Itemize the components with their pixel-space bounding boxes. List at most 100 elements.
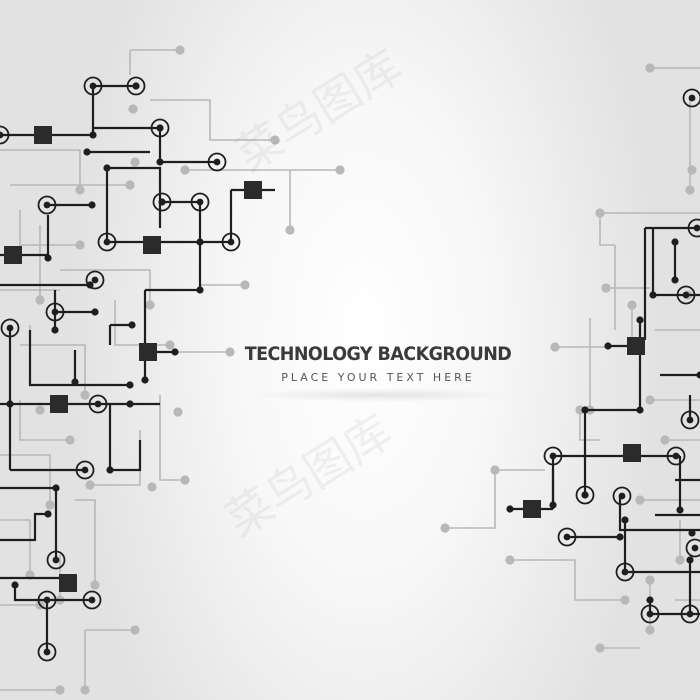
- light-node: [505, 555, 515, 565]
- light-node: [687, 165, 697, 175]
- light-node: [90, 580, 100, 590]
- ring-node: [0, 125, 10, 145]
- ring-node: [575, 485, 595, 505]
- title-shadow: [250, 388, 506, 402]
- dark-node: [671, 276, 679, 284]
- light-node: [645, 63, 655, 73]
- light-trace: [60, 269, 151, 305]
- light-node: [130, 625, 140, 635]
- chip-square: [143, 236, 161, 254]
- light-trace: [599, 213, 615, 246]
- ring-node: [676, 285, 696, 305]
- ring-node: [615, 562, 635, 582]
- light-node: [645, 625, 655, 635]
- ring-node: [687, 218, 700, 238]
- light-trace: [0, 519, 31, 575]
- dark-node: [86, 281, 94, 289]
- ring-node-center: [51, 308, 59, 316]
- light-node: [80, 685, 90, 695]
- ring-node-center: [43, 201, 51, 209]
- dark-node: [696, 371, 700, 379]
- ring-node-center: [103, 238, 111, 246]
- ring-node: [152, 192, 172, 212]
- light-node: [270, 135, 280, 145]
- light-node: [440, 523, 450, 533]
- dark-node: [676, 506, 684, 514]
- dark-node: [44, 510, 52, 518]
- light-node: [635, 495, 645, 505]
- dark-node: [103, 164, 111, 172]
- dark-trace: [158, 128, 217, 164]
- dark-node: [604, 342, 612, 350]
- light-node: [335, 165, 345, 175]
- ring-node: [207, 152, 227, 172]
- dark-node: [621, 516, 629, 524]
- ring-node: [85, 270, 105, 290]
- ring-node: [680, 410, 700, 430]
- dark-trace: [162, 200, 202, 290]
- page-title: TECHNOLOGY BACKGROUND: [244, 343, 512, 365]
- ring-node: [543, 446, 563, 466]
- light-node: [35, 295, 45, 305]
- ring-node-center: [0, 131, 4, 139]
- light-node: [75, 240, 85, 250]
- dark-trace: [108, 404, 142, 472]
- chip-square: [139, 343, 157, 361]
- light-trace: [114, 300, 170, 346]
- dark-node: [141, 376, 149, 384]
- light-trace: [19, 210, 80, 246]
- ring-node-center: [132, 82, 140, 90]
- dark-trace: [0, 486, 58, 560]
- light-node: [550, 342, 560, 352]
- light-trace: [19, 400, 70, 441]
- light-node: [180, 475, 190, 485]
- ring-node: [37, 642, 57, 662]
- dark-node: [71, 378, 79, 386]
- chip-square: [523, 500, 541, 518]
- ring-node: [680, 604, 700, 624]
- light-trace: [90, 430, 141, 486]
- dark-node: [106, 466, 114, 474]
- ring-node-center: [81, 466, 89, 474]
- ring-node: [640, 604, 660, 624]
- ring-node-center: [88, 596, 96, 604]
- light-node: [595, 208, 605, 218]
- ring-node-center: [549, 452, 557, 460]
- light-node: [601, 283, 611, 293]
- light-node: [75, 185, 85, 195]
- dark-node: [6, 400, 14, 408]
- ring-node: [46, 550, 66, 570]
- dark-trace: [107, 166, 162, 228]
- dark-node: [196, 286, 204, 294]
- chip-square: [59, 574, 77, 592]
- dark-node: [636, 406, 644, 414]
- dark-node: [44, 254, 52, 262]
- light-node: [147, 482, 157, 492]
- light-node: [35, 405, 45, 415]
- light-node: [490, 465, 500, 475]
- ring-node: [126, 76, 146, 96]
- light-node: [675, 555, 685, 565]
- ring-node-center: [563, 533, 571, 541]
- dark-trace: [0, 512, 48, 542]
- ring-node-center: [6, 324, 14, 332]
- chip-square: [244, 181, 262, 199]
- light-node: [285, 225, 295, 235]
- ring-node: [37, 195, 57, 215]
- ring-node: [0, 318, 20, 338]
- ring-node: [612, 486, 632, 506]
- ring-node-center: [672, 452, 680, 460]
- ring-node-center: [621, 568, 629, 576]
- ring-node-center: [688, 94, 696, 102]
- dark-node: [83, 148, 91, 156]
- dark-circuit-traces: [0, 76, 700, 662]
- light-node: [65, 435, 75, 445]
- dark-trace: [651, 228, 700, 297]
- chip-square: [4, 246, 22, 264]
- dark-node: [646, 596, 654, 604]
- ring-node-center: [682, 291, 690, 299]
- dark-node: [506, 505, 514, 513]
- light-node: [225, 347, 235, 357]
- light-trace: [75, 499, 96, 585]
- dark-node: [89, 131, 97, 139]
